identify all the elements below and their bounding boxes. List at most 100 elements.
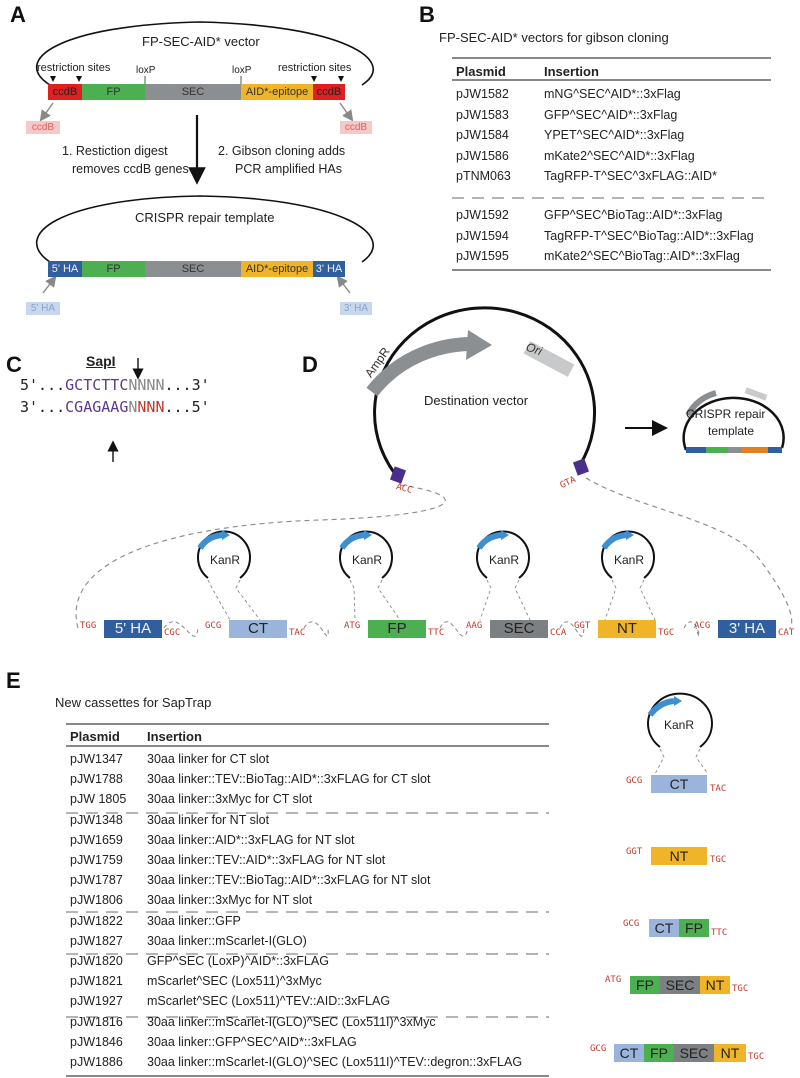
panel-label-d: D	[302, 352, 318, 377]
cassette-right-overhang: CGC	[164, 628, 181, 638]
e-ctfp-right: TTC	[711, 928, 728, 938]
insertion-text: 30aa linker::3xMyc for CT slot	[147, 792, 313, 807]
cassette-right-overhang: CAT	[778, 628, 795, 638]
insertion-text: GFP^SEC^BioTag::AID*::3xFlag	[544, 208, 723, 222]
plasmid-id: pJW1348	[70, 812, 123, 827]
e-fpsecnt-nt: NT	[700, 976, 730, 994]
cassette-left-overhang: GGT	[574, 621, 591, 631]
ccdb-segment-left: ccdB	[48, 84, 82, 100]
kanr-label-3: KanR	[489, 553, 520, 567]
loxp-right: loxP	[232, 65, 252, 76]
aid-epitope-segment: AID*-epitope	[241, 84, 313, 100]
insertion-text: 30aa linker::TEV::AID*::3xFLAG for NT sl…	[147, 853, 386, 867]
cassette-left-overhang: ACG	[694, 621, 711, 631]
panel-b-title: FP-SEC-AID* vectors for gibson cloning	[439, 30, 669, 45]
e-table-row: pJW 1805 30aa linker::3xMyc for CT slot	[70, 792, 312, 806]
5ha-segment: 5' HA	[48, 261, 82, 277]
e-header-plasmid: Plasmid	[70, 729, 120, 744]
cassette-box: SEC	[490, 620, 548, 638]
insertion-text: GFP^SEC (LoxP)^AID*::3xFLAG	[147, 954, 329, 968]
insertion-text: YPET^SEC^AID*::3xFlag	[544, 128, 685, 142]
plasmid-id: pJW1759	[70, 853, 123, 867]
plasmid-id: pTNM063	[456, 169, 511, 183]
e-ct-right: TAC	[710, 784, 727, 794]
repair-template-line1: CRISPR repair	[686, 407, 766, 421]
repair-template-line2: template	[708, 424, 755, 438]
insertion-text: 30aa linker::GFP	[147, 913, 241, 928]
step1-line2: removes ccdB genes	[72, 162, 189, 176]
fp-segment: FP	[82, 84, 145, 100]
cassette-box: 3' HA	[718, 620, 776, 638]
e-ctfp-ct: CT	[649, 919, 679, 937]
top-suffix: ...3'	[164, 376, 210, 394]
plasmid-id: pJW 1805	[70, 792, 127, 807]
b-table-row: pJW1592 GFP^SEC^BioTag::AID*::3xFlag	[456, 208, 722, 222]
e-fpsecnt-fp: FP	[630, 976, 660, 994]
cassette-box: CT	[229, 620, 287, 638]
plasmid-id: pJW1582	[456, 87, 509, 101]
restriction-sites-right: restriction sites	[278, 62, 352, 74]
3ha-segment: 3' HA	[313, 261, 345, 277]
loxp-left: loxP	[136, 65, 156, 76]
insertion-text: GFP^SEC^AID*::3xFlag	[544, 107, 678, 122]
sec-segment: SEC	[145, 84, 241, 100]
cassette-right-overhang: TTC	[428, 628, 445, 638]
insertion-text: 30aa linker::TEV::BioTag::AID*::3xFLAG f…	[147, 772, 431, 787]
3ha-added: 3' HA	[340, 302, 372, 315]
e-all-fp: FP	[644, 1044, 674, 1062]
sapi-label: SapI	[86, 353, 116, 369]
e-table-row: pJW1348 30aa linker for NT slot	[70, 813, 269, 827]
e-all-ct: CT	[614, 1044, 644, 1062]
aid-segment-repair: AID*-epitope	[241, 261, 313, 277]
plasmid-id: pJW1594	[456, 228, 509, 243]
kanr-plasmid-2	[339, 530, 401, 621]
ccdb-segment-right: ccdB	[313, 84, 345, 100]
b-header-insertion: Insertion	[544, 64, 599, 79]
cassette-left-overhang: TGG	[80, 621, 97, 631]
fp-segment-repair: FP	[82, 261, 145, 277]
e-nt-left: GGT	[626, 847, 643, 857]
5ha-added: 5' HA	[26, 302, 60, 315]
panel-label-b: B	[419, 2, 435, 27]
insertion-text: 30aa linker::mScarlet-I(GLO)^SEC (Lox511…	[147, 1055, 523, 1069]
insertion-text: TagRFP-T^SEC^BioTag::AID*::3xFlag	[544, 228, 754, 243]
e-ct-left: GCG	[626, 776, 643, 786]
plasmid-id: pJW1595	[456, 249, 509, 263]
plasmid-id: pJW1886	[70, 1055, 123, 1069]
e-table-row: pJW1788 30aa linker::TEV::BioTag::AID*::3…	[70, 772, 430, 786]
insertion-text: 30aa linker::mScarlet-I(GLO)^SEC (Lox511…	[147, 1014, 436, 1029]
bottom-suffix: ...5'	[164, 398, 210, 416]
plasmid-id: pJW1827	[70, 933, 123, 948]
kanr-plasmid-e	[647, 692, 713, 775]
bottom-prefix: 3'...	[20, 398, 66, 416]
restriction-sites-left: restriction sites	[37, 62, 111, 74]
bottom-site: CGAGAAG	[65, 398, 129, 416]
b-header-plasmid: Plasmid	[456, 64, 506, 79]
plasmid-id: pJW1592	[456, 208, 509, 222]
vector-loop-a-bottom	[36, 195, 374, 263]
plasmid-id: pJW1583	[456, 107, 509, 122]
vector-title: FP-SEC-AID* vector	[142, 34, 260, 49]
plasmid-id: pJW1816	[70, 1014, 123, 1029]
e-all-nt: NT	[714, 1044, 746, 1062]
e-nt-box: NT	[651, 847, 707, 865]
plasmid-id: pJW1820	[70, 954, 123, 968]
insertion-text: 30aa linker for CT slot	[147, 752, 270, 766]
bottom-n1: N	[128, 398, 138, 416]
b-table-row: pJW1594 TagRFP-T^SEC^BioTag::AID*::3xFlag	[456, 229, 754, 243]
insertion-text: 30aa linker for NT slot	[147, 812, 270, 827]
panel-label-a: A	[10, 2, 26, 27]
kanr-label-e: KanR	[664, 718, 695, 732]
panel-label-e: E	[6, 668, 21, 693]
plasmid-id: pJW1788	[70, 772, 123, 787]
e-fpsecnt-right: TGC	[732, 984, 749, 994]
plasmid-id: pJW1822	[70, 913, 123, 928]
e-table-row: pJW1822 30aa linker::GFP	[70, 914, 241, 928]
insertion-text: mScarlet^SEC (Lox511)^TEV::AID::3xFLAG	[147, 994, 391, 1009]
